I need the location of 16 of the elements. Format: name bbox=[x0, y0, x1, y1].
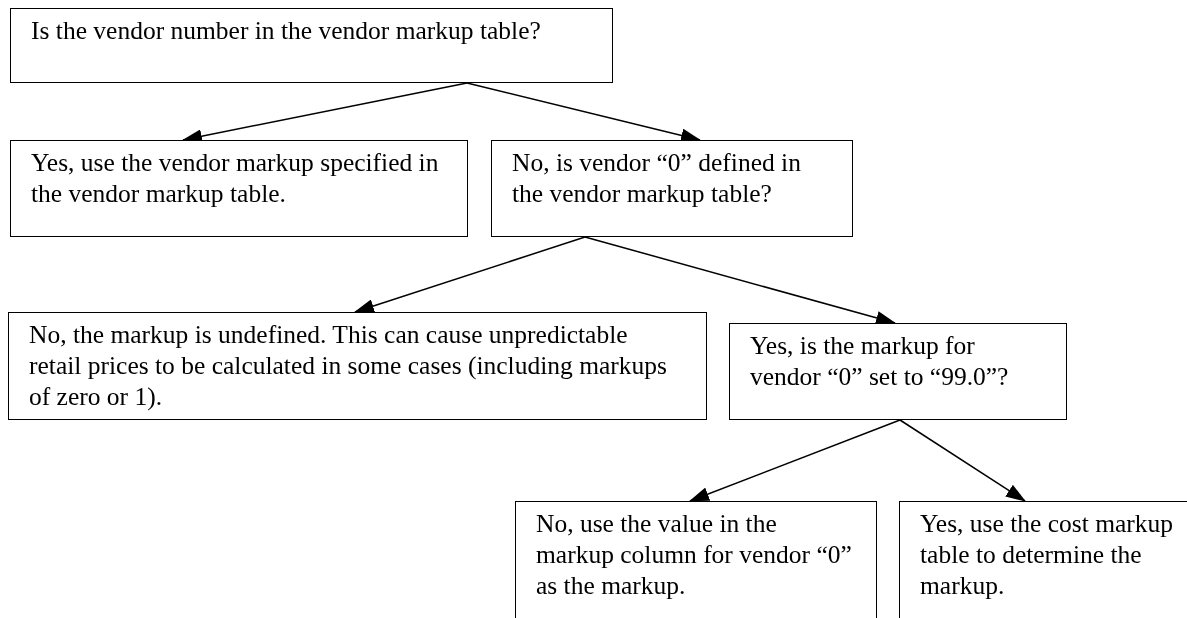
box-text: No, use the value in the markup column for vendor “0” as the markup. bbox=[536, 508, 853, 601]
arrow bbox=[899, 419, 1026, 502]
box-text: Yes, use the vendor markup specified in the vendor markup table. bbox=[31, 147, 440, 209]
arrow bbox=[354, 236, 586, 313]
box-text: Is the vendor number in the vendor markup table? bbox=[31, 15, 542, 46]
box-text: No, is vendor “0” defined in the vendor markup table? bbox=[512, 147, 802, 209]
arrow bbox=[584, 236, 896, 325]
box-text: No, the markup is undefined. This can cause unpredictable retail prices to be calculated in some cases (including markups of zero or 1). bbox=[29, 319, 668, 412]
process-box bbox=[10, 140, 468, 237]
arrow bbox=[689, 419, 901, 502]
process-box bbox=[729, 323, 1067, 420]
process-box bbox=[8, 312, 707, 420]
process-box bbox=[491, 140, 853, 237]
box-text: Yes, is the markup for vendor “0” set to “99.0”? bbox=[750, 330, 1010, 392]
process-box bbox=[10, 8, 613, 83]
box-text: Yes, use the cost markup table to determine the markup. bbox=[920, 508, 1175, 601]
